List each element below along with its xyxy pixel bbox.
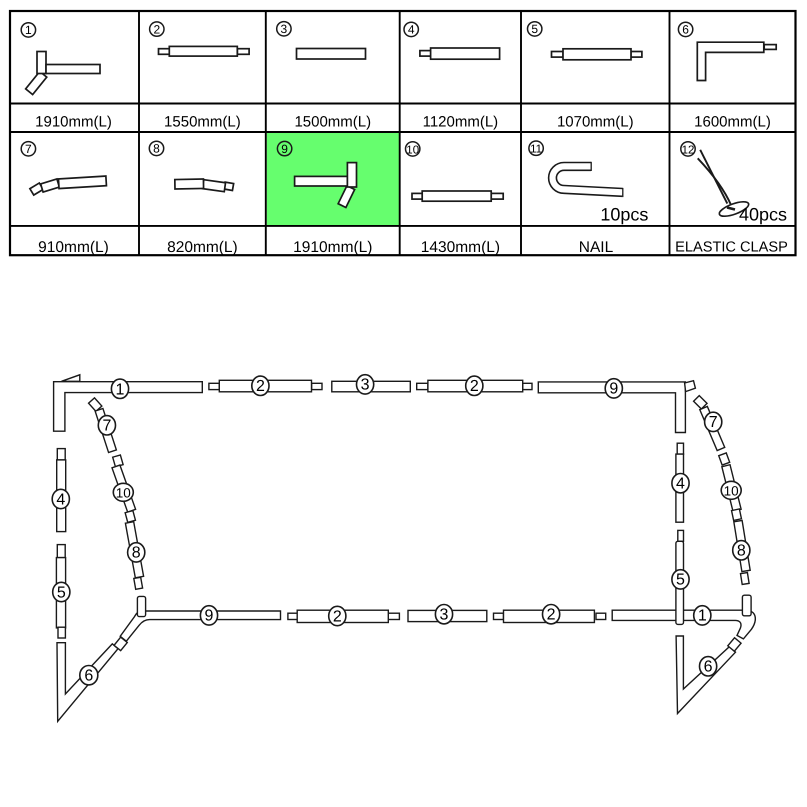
svg-text:1120mm(L): 1120mm(L) — [423, 113, 499, 130]
svg-text:1500mm(L): 1500mm(L) — [294, 113, 371, 130]
svg-text:8: 8 — [132, 545, 141, 562]
svg-text:1600mm(L): 1600mm(L) — [694, 113, 771, 130]
svg-text:820mm(L): 820mm(L) — [167, 239, 238, 256]
svg-text:2: 2 — [333, 608, 342, 625]
svg-text:NAIL: NAIL — [579, 239, 614, 256]
svg-text:6: 6 — [84, 668, 93, 685]
svg-text:3: 3 — [361, 377, 370, 394]
svg-text:40pcs: 40pcs — [739, 205, 787, 225]
svg-text:6: 6 — [704, 659, 713, 676]
svg-text:9: 9 — [609, 381, 618, 398]
svg-text:5: 5 — [57, 584, 66, 601]
svg-text:5: 5 — [531, 22, 538, 36]
svg-text:2: 2 — [153, 22, 160, 36]
svg-text:8: 8 — [737, 543, 746, 560]
svg-text:9: 9 — [281, 142, 288, 156]
svg-text:12: 12 — [682, 144, 695, 156]
svg-text:1910mm(L): 1910mm(L) — [293, 239, 372, 256]
svg-text:1: 1 — [698, 608, 707, 625]
svg-text:910mm(L): 910mm(L) — [38, 239, 109, 256]
svg-text:4: 4 — [56, 491, 65, 508]
svg-text:ELASTIC CLASP: ELASTIC CLASP — [675, 240, 788, 256]
svg-text:5: 5 — [676, 572, 685, 589]
svg-text:4: 4 — [676, 476, 685, 493]
svg-text:1070mm(L): 1070mm(L) — [557, 113, 634, 130]
svg-text:2: 2 — [547, 607, 556, 624]
svg-text:10: 10 — [116, 485, 131, 500]
svg-text:6: 6 — [682, 23, 689, 37]
svg-text:1430mm(L): 1430mm(L) — [421, 239, 500, 256]
svg-text:2: 2 — [256, 378, 265, 395]
svg-text:11: 11 — [530, 144, 542, 156]
svg-text:9: 9 — [205, 608, 214, 625]
svg-text:4: 4 — [408, 23, 415, 37]
svg-text:1910mm(L): 1910mm(L) — [35, 113, 112, 130]
svg-text:3: 3 — [281, 22, 288, 36]
svg-text:7: 7 — [102, 418, 111, 435]
svg-text:10: 10 — [724, 483, 739, 498]
svg-text:1550mm(L): 1550mm(L) — [164, 113, 241, 130]
svg-text:3: 3 — [440, 607, 449, 624]
svg-text:8: 8 — [153, 142, 160, 156]
svg-text:1: 1 — [116, 381, 125, 398]
svg-text:10pcs: 10pcs — [600, 205, 648, 225]
svg-text:7: 7 — [709, 414, 718, 431]
svg-text:7: 7 — [25, 142, 32, 156]
svg-text:1: 1 — [25, 23, 32, 37]
svg-text:2: 2 — [470, 378, 479, 395]
svg-text:10: 10 — [406, 144, 419, 156]
